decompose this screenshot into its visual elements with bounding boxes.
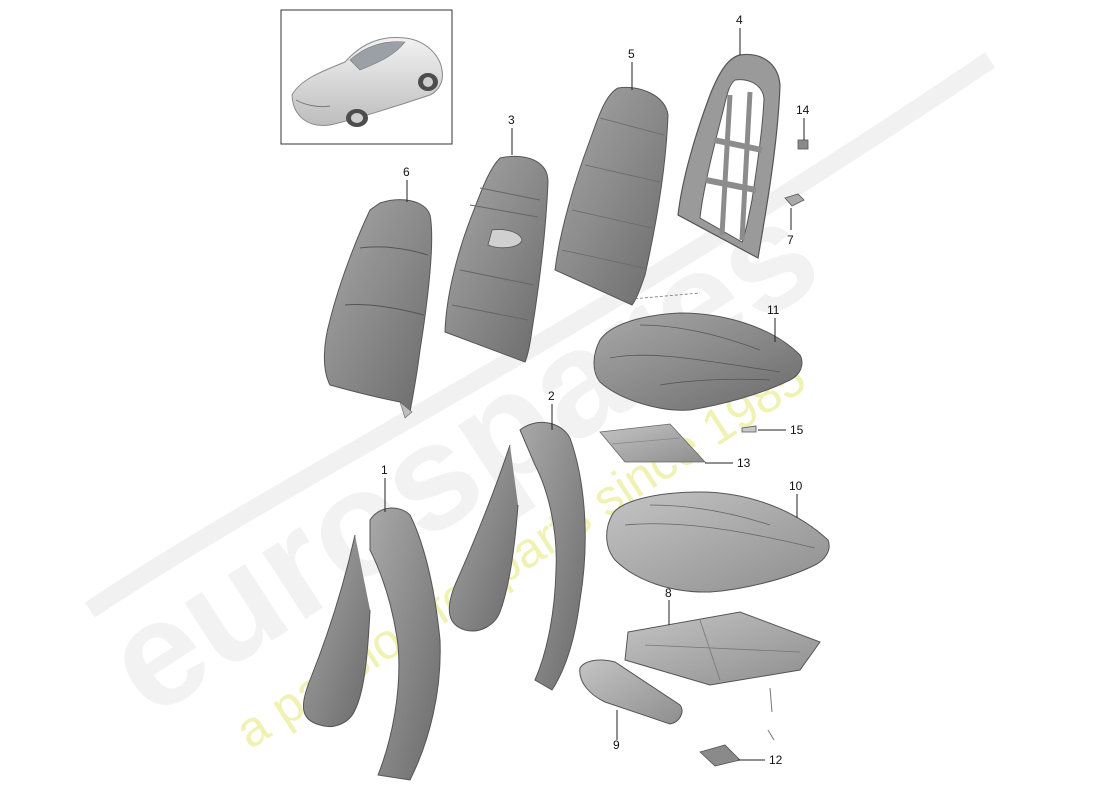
callout-7: 7: [787, 233, 794, 247]
part-13-pad: [599, 423, 706, 463]
part-3-backrest-shell: [444, 155, 549, 363]
callout-9: 9: [613, 738, 620, 752]
callout-6: 6: [403, 165, 410, 179]
callout-11: 11: [767, 303, 780, 317]
callouts: 1 2 3 4 5 6 7 8 9 10 11 12 13 14 15: [381, 13, 810, 767]
part-2-side-panel: [448, 421, 586, 691]
part-15-clip: [741, 425, 757, 433]
callout-4: 4: [736, 13, 743, 27]
part-5-backrest-panel: [554, 86, 701, 306]
part-10-seat-foam: [606, 491, 830, 593]
callout-2: 2: [548, 389, 555, 403]
callout-13: 13: [737, 456, 751, 470]
callout-5: 5: [628, 47, 635, 61]
part-12-bracket: [699, 687, 775, 767]
callout-15: 15: [790, 423, 804, 437]
callout-8: 8: [665, 586, 672, 600]
part-4-backrest-frame: [677, 53, 781, 259]
callout-10: 10: [789, 479, 803, 493]
callout-3: 3: [508, 113, 515, 127]
leader-lines: [384, 28, 805, 761]
part-1-side-panel: [302, 507, 441, 781]
car-illustration: [291, 36, 443, 127]
callout-14: 14: [796, 103, 810, 117]
part-9-bolster: [579, 659, 683, 725]
part-14-clip: [797, 139, 809, 150]
part-6-backrest-pad: [323, 199, 433, 419]
callout-12: 12: [769, 753, 783, 767]
callout-1: 1: [381, 463, 388, 477]
part-8-seat-pan: [624, 611, 821, 686]
part-11-seat-cushion: [593, 312, 803, 411]
vehicle-thumbnail: [280, 9, 453, 145]
part-7-bracket: [784, 193, 805, 207]
